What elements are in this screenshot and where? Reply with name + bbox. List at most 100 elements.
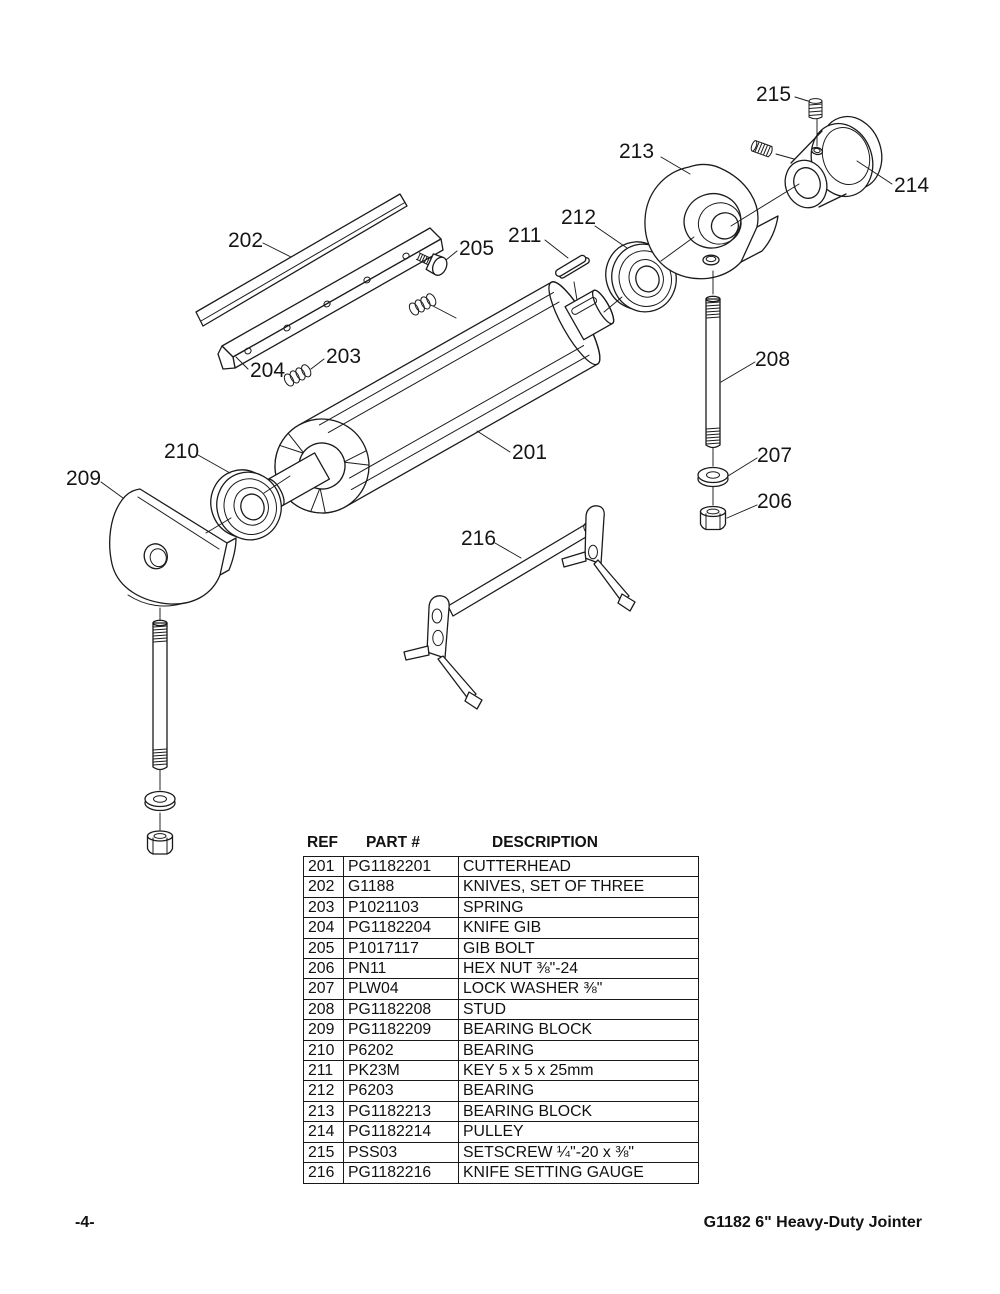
ref-cell: 202: [303, 876, 344, 898]
ref-cell: 207: [303, 978, 344, 1000]
part-label-215: 215: [756, 83, 792, 106]
label-leader-lines: [101, 97, 892, 558]
header-ref: REF: [307, 834, 338, 851]
description-cell: PULLEY: [458, 1121, 699, 1143]
bearing-block-209-drawing: [110, 489, 236, 606]
part-label-211: 211: [508, 224, 542, 247]
key-211-drawing: [554, 253, 590, 280]
part-number-cell: P1021103: [343, 896, 459, 919]
spring-203-a-drawing: [407, 292, 437, 316]
part-number-cell: PSS03: [343, 1141, 459, 1164]
header-part-number: PART #: [366, 834, 420, 851]
ref-cell: 206: [303, 958, 344, 980]
description-cell: BEARING: [458, 1039, 699, 1062]
hex-nut-206-drawing: [701, 507, 726, 530]
washer-left-drawing: [145, 792, 175, 811]
part-number-cell: PG1182213: [343, 1100, 459, 1123]
footer-model-title: G1182 6" Heavy-Duty Jointer: [703, 1214, 922, 1231]
part-number-cell: PG1182204: [343, 917, 459, 939]
description-cell: KEY 5 x 5 x 25mm: [458, 1060, 699, 1082]
ref-cell: 214: [303, 1121, 344, 1143]
description-cell: LOCK WASHER ⅜": [458, 978, 699, 1000]
part-label-205: 205: [459, 237, 495, 260]
part-label-210: 210: [164, 440, 200, 463]
part-label-212: 212: [561, 206, 597, 229]
ref-cell: 205: [303, 937, 344, 960]
description-cell: BEARING: [458, 1080, 699, 1102]
ref-cell: 212: [303, 1080, 344, 1102]
description-cell: STUD: [458, 998, 699, 1021]
description-cell: BEARING BLOCK: [458, 1100, 699, 1123]
description-cell: BEARING BLOCK: [458, 1019, 699, 1041]
part-label-204: 204: [250, 359, 286, 382]
nut-left-drawing: [148, 831, 173, 854]
description-cell: GIB BOLT: [458, 937, 699, 960]
ref-cell: 216: [303, 1162, 344, 1184]
description-cell: SPRING: [458, 896, 699, 919]
ref-cell: 204: [303, 917, 344, 939]
part-number-cell: PG1182208: [343, 998, 459, 1021]
header-description: DESCRIPTION: [492, 834, 598, 851]
part-number-cell: PLW04: [343, 978, 459, 1000]
ref-cell: 215: [303, 1141, 344, 1164]
part-number-cell: PG1182209: [343, 1019, 459, 1041]
part-label-209: 209: [66, 467, 102, 490]
part-label-213: 213: [619, 140, 655, 163]
part-number-cell: PK23M: [343, 1060, 459, 1082]
part-number-cell: PG1182201: [343, 855, 459, 878]
part-number-cell: PN11: [343, 958, 459, 980]
part-label-207: 207: [757, 444, 793, 467]
ref-cell: 201: [303, 855, 344, 878]
stud-208-drawing: [706, 296, 720, 447]
part-number-cell: P6202: [343, 1039, 459, 1062]
description-cell: HEX NUT ⅜"-24: [458, 958, 699, 980]
part-number-cell: P1017117: [343, 937, 459, 960]
knife-202-drawing: [196, 194, 407, 326]
description-cell: KNIVES, SET OF THREE: [458, 876, 699, 898]
page-number: -4-: [75, 1214, 95, 1231]
part-label-201: 201: [512, 441, 548, 464]
stud-left-drawing: [153, 620, 167, 769]
bearing-block-213-drawing: [645, 165, 778, 279]
axis-lines: [160, 119, 817, 830]
part-label-206: 206: [757, 490, 793, 513]
part-number-cell: G1188: [343, 876, 459, 898]
part-label-202: 202: [228, 229, 264, 252]
setscrew-215-b-drawing: [750, 140, 773, 158]
gib-bolt-205-drawing: [414, 248, 450, 278]
pulley-214-drawing: [779, 109, 891, 214]
description-cell: CUTTERHEAD: [458, 855, 699, 878]
description-cell: KNIFE SETTING GAUGE: [458, 1162, 699, 1184]
ref-cell: 203: [303, 896, 344, 919]
knife-gib-204-drawing: [218, 228, 443, 369]
cutterhead-201-drawing: [247, 263, 631, 536]
ref-cell: 213: [303, 1100, 344, 1123]
part-label-214: 214: [894, 174, 930, 197]
ref-cell: 211: [303, 1060, 344, 1082]
part-label-208: 208: [755, 348, 791, 371]
ref-cell: 208: [303, 998, 344, 1021]
part-number-cell: PG1182216: [343, 1162, 459, 1184]
setscrew-215-a-drawing: [809, 99, 822, 119]
ref-cell: 209: [303, 1019, 344, 1041]
part-label-216: 216: [461, 527, 497, 550]
